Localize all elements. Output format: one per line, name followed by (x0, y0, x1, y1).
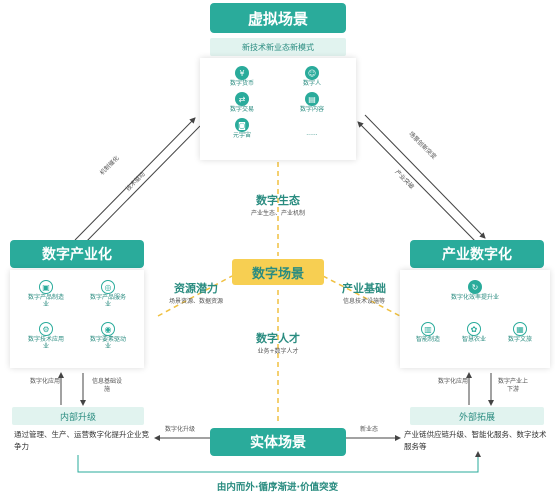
resource-block: 资源潜力 场景资源、数据资源 (150, 280, 242, 305)
item-label: 数字货币 (229, 80, 254, 87)
inner-upgrade-title: 内部升级 (12, 407, 144, 425)
ecology-subtitle: 产业生态、产业机制 (250, 210, 305, 217)
coin-icon: ¥ (235, 66, 249, 80)
resource-title: 资源潜力 (174, 282, 218, 295)
item-digital-human: ☺ 数字人 (284, 66, 340, 87)
entity-scene-title: 实体场景 (210, 428, 346, 456)
resource-subtitle: 场景资源、数据资源 (168, 298, 223, 305)
vr-headset-icon: ◙ (235, 118, 249, 132)
arrow-label-new-format: 新业态 (360, 426, 379, 433)
item-digital-tourism: ▦ 数字文旅 (492, 322, 548, 343)
efficiency-label: 数字化效率提升业 (450, 294, 499, 301)
item-digital-currency: ¥ 数字货币 (214, 66, 270, 87)
ecology-title: 数字生态 (256, 194, 300, 207)
talent-title: 数字人才 (256, 332, 300, 345)
arrow-label-upgrade: 数字化升级 (165, 426, 196, 433)
outer-right-label: 数字产业上下游 (497, 378, 528, 393)
talent-block: 数字人才 业务+数字人才 (228, 330, 328, 355)
item-product-service: ◎ 数字产品服务业 (80, 280, 136, 308)
digital-scene-center: 数字场景 (232, 259, 324, 285)
ecology-block: 数字生态 产业生态、产业机制 (228, 192, 328, 217)
item-label: 数字文旅 (507, 336, 532, 343)
outer-expansion-title: 外部拓展 (410, 407, 544, 425)
item-label: 数字内容 (299, 106, 324, 113)
item-element-driven: ◉ 数字要素驱动业 (80, 322, 136, 350)
factory-icon: ▥ (421, 322, 435, 336)
item-label: 数字交易 (229, 106, 254, 113)
foundation-subtitle: 信息技术设施等 (342, 298, 385, 305)
person-icon: ☺ (305, 66, 319, 80)
item-label: 数字技术应用业 (27, 336, 64, 350)
virtual-scene-title: 虚拟场景 (210, 3, 346, 33)
digitalization-title: 产业数字化 (410, 240, 544, 268)
talent-subtitle: 业务+数字人才 (257, 348, 299, 355)
industrialization-title: 数字产业化 (10, 240, 144, 268)
inner-upgrade-text: 通过管理、生产、运营数字化提升企业竞争力 (14, 430, 149, 451)
gear-icon: ⚙ (39, 322, 53, 336)
item-digital-trade: ⇄ 数字交易 (214, 92, 270, 113)
item-label: 数字产品服务业 (89, 294, 126, 308)
item-label: 智能制造 (415, 336, 440, 343)
digitalization-card: ↻ 数字化效率提升业 ▥ 智能制造 ✿ 智慧农业 ▦ 数字文旅 (400, 270, 550, 368)
item-label: 数字要素驱动业 (89, 336, 126, 350)
item-product-manufacturing: ▣ 数字产品制造业 (18, 280, 74, 308)
chip-icon: ▣ (39, 280, 53, 294)
foundation-block: 产业基础 信息技术设施等 (318, 280, 410, 305)
item-label: 数字产品制造业 (27, 294, 64, 308)
content-icon: ▤ (305, 92, 319, 106)
item-tech-application: ⚙ 数字技术应用业 (18, 322, 74, 350)
service-icon: ◎ (101, 280, 115, 294)
item-label: 元宇宙 (232, 132, 251, 139)
virtual-scene-card: ¥ 数字货币 ☺ 数字人 ⇄ 数字交易 ▤ 数字内容 ◙ 元宇宙 ...... (200, 58, 356, 160)
data-icon: ◉ (101, 322, 115, 336)
item-more: ...... (284, 130, 340, 137)
item-smart-manufacturing: ▥ 智能制造 (400, 322, 456, 343)
plant-icon: ✿ (467, 322, 481, 336)
exchange-icon: ⇄ (235, 92, 249, 106)
outer-left-label: 数字化应用 (438, 378, 469, 385)
item-metaverse: ◙ 元宇宙 (214, 118, 270, 139)
item-label: 数字人 (302, 80, 321, 87)
item-label: ...... (306, 130, 318, 137)
efficiency-block: ↻ 数字化效率提升业 (400, 280, 550, 301)
inner-right-label: 信息基础设施 (91, 378, 122, 393)
industrialization-card: ▣ 数字产品制造业 ◎ 数字产品服务业 ⚙ 数字技术应用业 ◉ 数字要素驱动业 (10, 270, 144, 368)
outer-expansion-text: 产业链供应链升级、智能化服务、数字技术服务等 (404, 430, 547, 451)
item-digital-content: ▤ 数字内容 (284, 92, 340, 113)
footer-slogan: 由内而外·循序渐进·价值突变 (216, 482, 339, 493)
efficiency-icon: ↻ (468, 280, 482, 294)
building-icon: ▦ (513, 322, 527, 336)
item-label: 智慧农业 (461, 336, 486, 343)
foundation-title: 产业基础 (342, 282, 386, 295)
item-smart-agriculture: ✿ 智慧农业 (446, 322, 502, 343)
virtual-scene-subtitle: 新技术新业态新模式 (210, 38, 346, 56)
inner-left-label: 数字化应用 (30, 378, 61, 385)
